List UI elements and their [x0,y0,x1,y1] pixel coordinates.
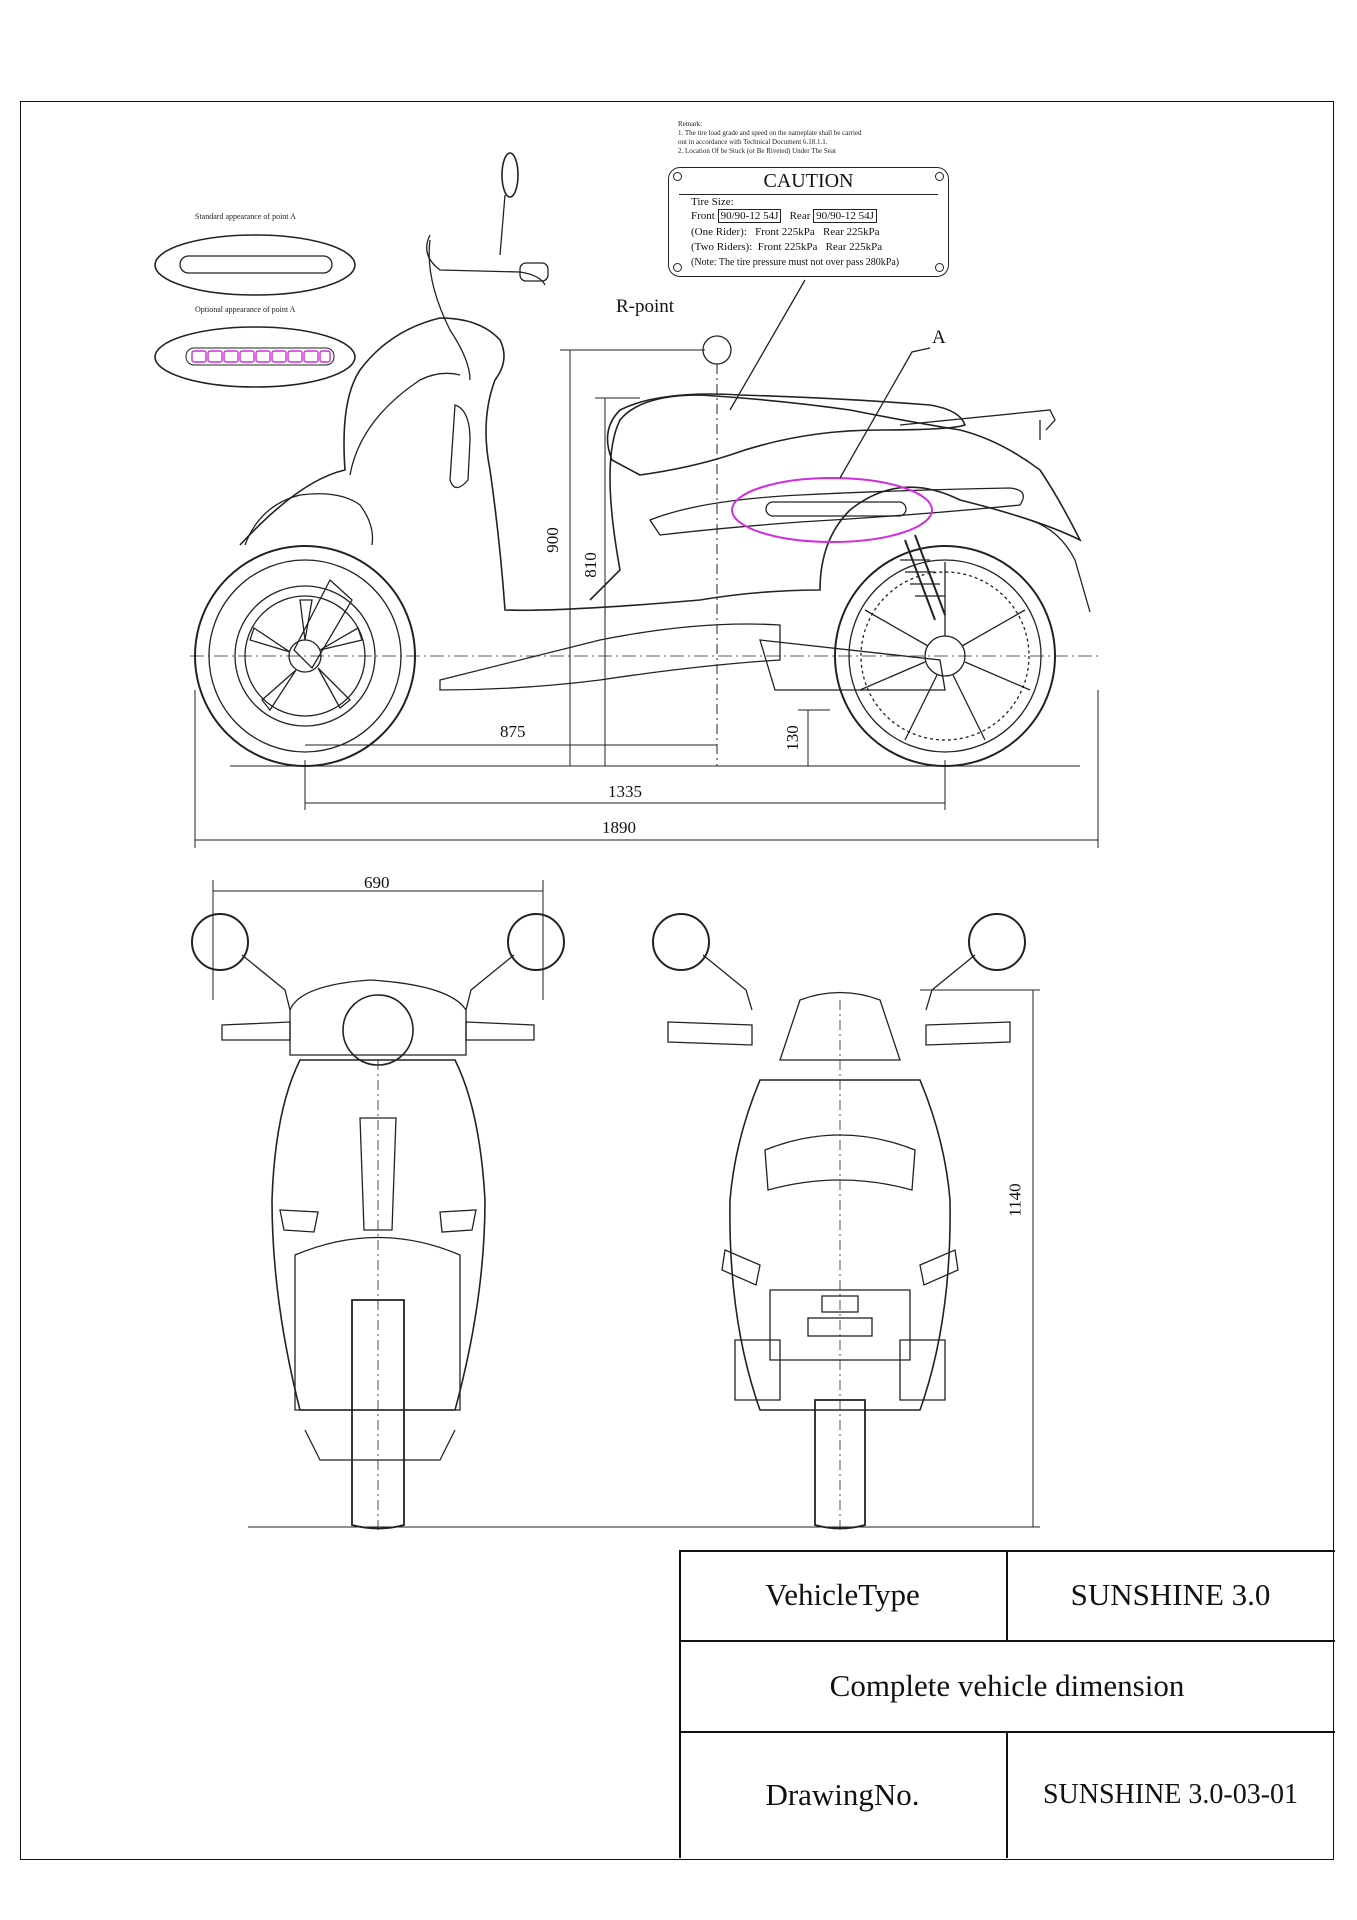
r-point-label: R-point [616,296,675,317]
tire-size-row: Front 90/90-12 54J Rear 90/90-12 54J [691,209,877,223]
dim-1140: 1140 [1005,1183,1025,1217]
a-marker-label: A [932,327,946,348]
rear-label: Rear [789,210,811,222]
screw-icon [935,263,944,272]
caution-plate: CAUTION Tire Size: Front 90/90-12 54J Re… [668,167,949,277]
title-block: VehicleType SUNSHINE 3.0 Complete vehicl… [679,1550,1335,1858]
screw-icon [935,172,944,181]
rear-wheel [834,545,1056,767]
one-rider-row: (One Rider): Front 225kPa Rear 225kPa [691,226,880,238]
caution-title: CAUTION [763,170,854,192]
remark-line-1: 1. The tire load grade and speed on the … [678,129,862,137]
remark-note: Remark: 1. The tire load grade and speed… [678,120,862,156]
optional-point-a-label: Optional appearance of point A [195,305,296,314]
one-rider-rear: Rear 225kPa [823,226,880,238]
two-riders-front: Front 225kPa [757,241,818,253]
point-a-samples [154,234,356,388]
tb-line [1006,1731,1008,1858]
drawing-no-value: SUNSHINE 3.0-03-01 [1042,1779,1299,1810]
tire-size-label: Tire Size: [691,196,734,208]
dim-1335: 1335 [608,782,642,801]
one-rider-front: Front 225kPa [755,226,815,238]
side-dimensions [194,349,1099,848]
drawing-frame [20,101,1334,1860]
rear-tire-size: 90/90-12 54J [813,209,877,223]
dim-1890: 1890 [602,818,636,837]
drawing-no-label: DrawingNo. [765,1777,920,1812]
front-tire-size: 90/90-12 54J [717,209,782,223]
remark-line-2: out in accordance with Technical Documen… [678,138,828,146]
drawing-description: Complete vehicle dimension [829,1668,1185,1703]
two-riders-rear: Rear 225kPa [825,241,883,253]
dim-875: 875 [500,722,526,741]
dim-810: 810 [580,552,600,578]
tb-line [679,1550,681,1858]
screw-icon [673,172,682,181]
one-rider-label: (One Rider): [691,226,747,238]
dim-130: 130 [782,725,802,751]
two-riders-label: (Two Riders): [691,241,753,253]
vehicle-type-value: SUNSHINE 3.0 [1070,1577,1271,1612]
vehicle-type-label: VehicleType [765,1577,920,1612]
dim-900: 900 [542,527,562,553]
tb-line [1006,1550,1008,1641]
dim-690: 690 [364,873,390,892]
rear-view [652,913,1040,1530]
two-riders-row: (Two Riders): Front 225kPa Rear 225kPa [691,241,882,253]
caution-divider [679,194,938,195]
remark-heading: Remark: [678,120,703,128]
front-label: Front [691,210,715,222]
remark-line-3: 2. Location Of be Stuck (or Be Riveted) … [678,147,836,155]
front-view [191,880,1040,1530]
standard-point-a-label: Standard appearance of point A [195,212,296,221]
pressure-note: (Note: The tire pressure must not over p… [691,257,900,268]
screw-icon [673,263,682,272]
side-view [190,152,1100,848]
